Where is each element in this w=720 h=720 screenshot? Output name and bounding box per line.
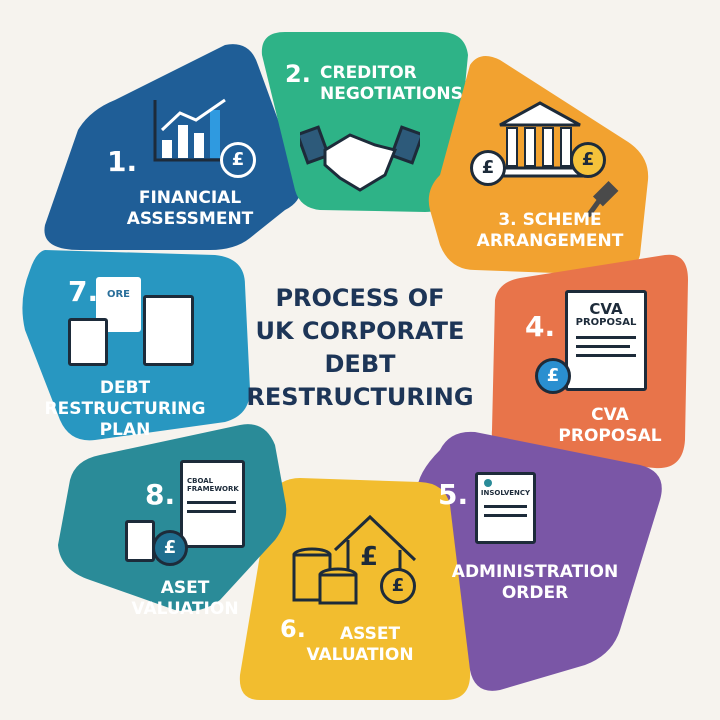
pound-icon: £ [570, 142, 606, 178]
bar-chart-pound-icon [153, 98, 230, 162]
pound-icon: £ [152, 530, 188, 566]
step-number: 3. [498, 210, 517, 230]
step-number: 8. [145, 478, 176, 511]
title-line: RESTRUCTURING [246, 383, 474, 411]
step-label: CVA PROPOSAL [558, 405, 662, 446]
title-line: PROCESS OF [275, 284, 445, 312]
step-number: 1. [107, 145, 138, 178]
title-line: DEBT [324, 350, 396, 378]
title-line: UK CORPORATE [255, 317, 465, 345]
step-number: 6. [280, 615, 306, 643]
segment-2 [261, 32, 468, 212]
pound-icon: £ [470, 150, 506, 186]
courthouse-gavel-icon [496, 101, 584, 178]
coins-house-icon: £ [292, 514, 417, 605]
pound-icon: £ [535, 358, 571, 394]
insolvency-document-icon: INSOLVENCY [475, 472, 536, 544]
segment-1 [44, 44, 301, 250]
gavel-icon [585, 180, 619, 218]
diagram-title: PROCESS OF UK CORPORATE DEBT RESTRUCTURI… [235, 282, 485, 414]
handshake-icon [300, 125, 420, 192]
svg-text:£: £ [360, 542, 378, 572]
pound-icon: £ [380, 568, 416, 604]
pound-icon: £ [220, 142, 256, 178]
step-number: 7. [68, 275, 99, 308]
document-icon [143, 295, 194, 366]
step-number: 4. [525, 310, 556, 343]
document-icon [68, 318, 108, 366]
segment-3 [428, 56, 649, 275]
step-number: 5. [438, 478, 469, 511]
step-number: 2. [285, 60, 311, 88]
building-icon [125, 520, 155, 562]
